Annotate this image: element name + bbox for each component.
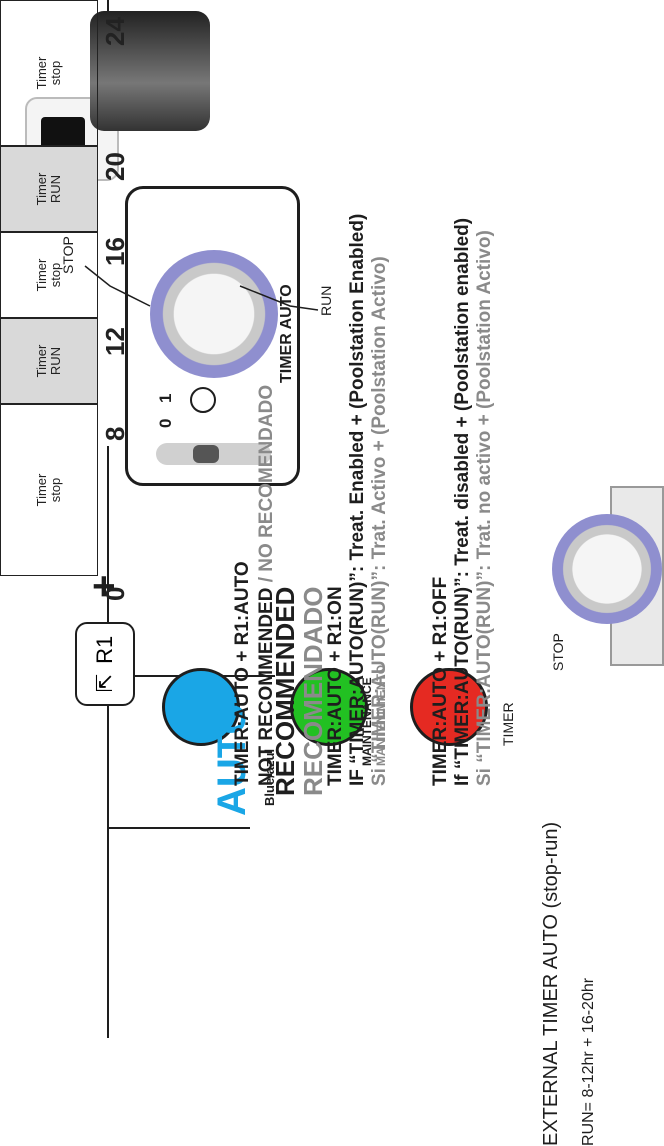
off-line2: If “TIMER:AUTO(RUN)”: Treat. disabled + … (452, 217, 473, 786)
tick-12: 12 (100, 327, 130, 356)
tick-20: 20 (100, 152, 130, 181)
timer-unit-dial (552, 514, 662, 624)
tick-0: 0 (100, 586, 130, 601)
tick-16: 16 (100, 237, 130, 266)
external-timer-stop: STOP (550, 633, 566, 671)
maintenance-es: MANTENIMIENTO (374, 664, 388, 766)
recommended-es: RECOMENDADO (298, 586, 328, 796)
timer-label: TIMER (500, 702, 516, 746)
tick-8: 8 (100, 426, 130, 441)
off-line1: TIMER:AUTO + R1:OFF (430, 576, 451, 786)
auto-line1: TIMER:AUTO + R1:AUTO (232, 561, 253, 786)
off-line3: Si “TIMER:AUTO(RUN)”: Trat. no activo + … (474, 230, 495, 786)
external-timer-title: EXTERNAL TIMER AUTO (stop-run) (540, 821, 562, 1146)
timer-unit (552, 486, 664, 666)
auto-line2b: / NO RECOMENDADO (256, 384, 277, 588)
tick-24: 24 (100, 17, 130, 46)
external-timer-run: RUN= 8-12hr + 16-20hr (580, 977, 597, 1146)
recommended-en: RECOMMENDED (270, 586, 300, 796)
maintenance-en: MAINTENANCE (360, 677, 374, 766)
